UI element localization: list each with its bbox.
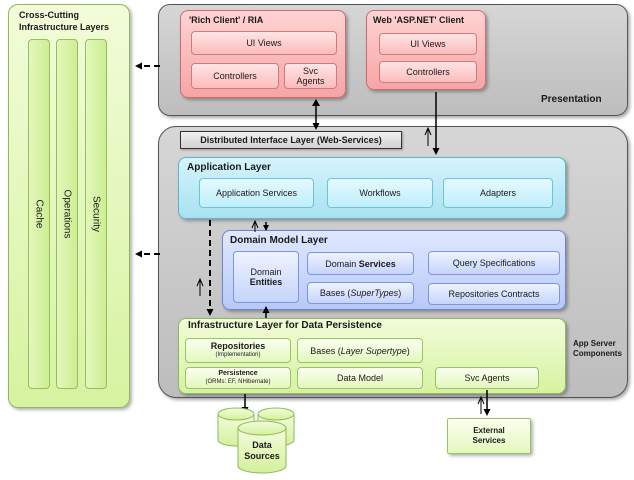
domain-bases-prefix: Bases ( [319,288,351,298]
application-services-box: Application Services [199,178,314,208]
domain-services-box: Domain Services [307,252,414,275]
rich-svc-agents-box: Svc Agents [284,63,337,89]
data-model-box: Data Model [297,367,423,389]
infrastructure-layer-panel: Infrastructure Layer for Data Persistenc… [178,318,566,394]
security-column: Security [85,39,107,389]
external-services-line1: External [473,426,505,435]
infra-bases-prefix: Bases ( [310,345,341,356]
rich-ui-views-box: UI Views [191,31,337,55]
workflows-box: Workflows [327,178,433,208]
domain-bases-italic: SuperTypes [350,288,399,298]
rich-client-panel: 'Rich Client' / RIA UI Views Controllers… [180,10,346,98]
operations-label: Operations [61,189,73,239]
web-client-panel: Web 'ASP.NET' Client UI Views Controller… [366,10,486,90]
repositories-sub: (Implementation) [215,351,261,358]
operations-column: Operations [56,39,78,389]
data-sources-label: Data Sources [238,440,286,462]
distributed-interface-label: Distributed Interface Layer (Web-Service… [200,135,382,145]
web-controllers-box: Controllers [379,61,477,83]
domain-entities-line2: Entities [249,277,283,287]
application-layer-panel: Application Layer Application Services W… [178,157,566,219]
open-arrow-external-up [477,395,485,405]
infrastructure-layer-title: Infrastructure Layer for Data Persistenc… [188,320,382,331]
infra-bases-suffix: ) [406,345,410,356]
app-server-label: App Server Components [573,339,622,358]
rich-controllers-box: Controllers [191,63,279,89]
domain-entities-box: Domain Entities [233,251,299,303]
cross-cutting-panel: Cross-Cutting Infrastructure Layers Cach… [8,4,130,408]
data-sources-line1: Data [252,440,272,450]
persistence-title: Persistence [218,370,258,377]
repositories-contracts-box: Repositories Contracts [428,283,560,305]
adapters-box: Adapters [443,178,553,208]
repositories-box: Repositories (Implementation) [185,338,291,363]
distributed-interface-box: Distributed Interface Layer (Web-Service… [180,131,402,149]
domain-services-bold: Services [358,258,396,269]
query-specifications-box: Query Specifications [428,251,560,275]
domain-model-layer-title: Domain Model Layer [230,235,328,246]
application-layer-title: Application Layer [187,162,271,173]
external-services-box: External Services [447,418,531,454]
rich-client-title: 'Rich Client' / RIA [189,15,264,25]
web-client-title: Web 'ASP.NET' Client [373,15,464,25]
repositories-title: Repositories [210,340,266,351]
cross-cutting-title: Cross-Cutting Infrastructure Layers [19,10,110,32]
infra-svc-agents-box: Svc Agents [435,367,539,389]
infra-bases-box: Bases (Layer Supertype) [297,338,423,363]
cache-label: Cache [33,199,45,229]
external-services-line2: Services [472,436,506,445]
domain-bases-box: Bases (SuperTypes) [307,282,414,304]
domain-entities-line1: Domain [250,267,282,277]
security-label: Security [90,195,102,233]
infra-bases-italic: Layer Supertype [340,345,407,356]
domain-model-layer-panel: Domain Model Layer Domain Entities Domai… [222,230,566,310]
presentation-label: Presentation [541,94,602,105]
domain-services-prefix: Domain [325,258,357,269]
persistence-sub: (ORMs: EF, NHibernate) [205,379,271,385]
web-ui-views-box: UI Views [379,33,477,55]
persistence-box: Persistence (ORMs: EF, NHibernate) [185,367,291,389]
domain-bases-suffix: ) [398,288,402,298]
data-sources-line2: Sources [244,451,280,461]
cache-column: Cache [28,39,50,389]
